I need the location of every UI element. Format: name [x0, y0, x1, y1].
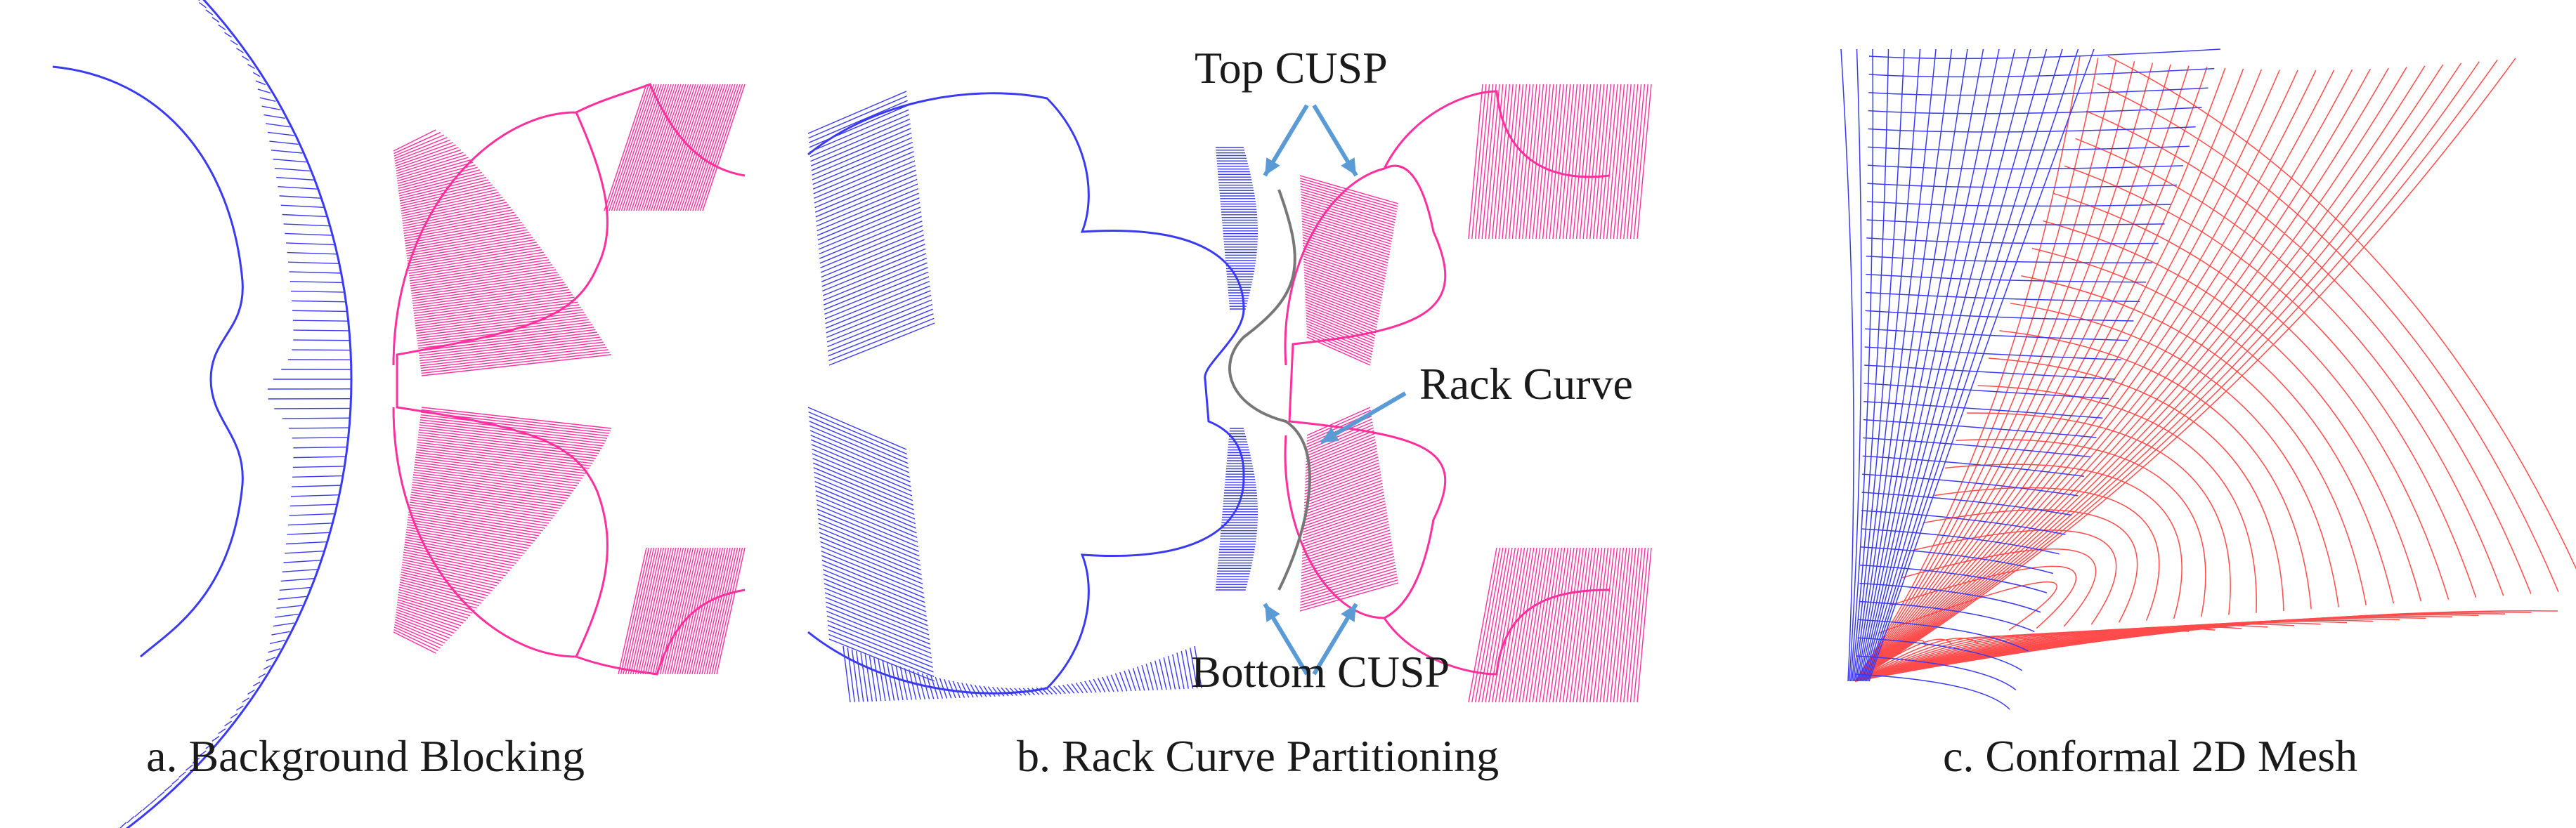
- rack-curve-label: Rack Curve: [1419, 359, 1633, 409]
- magenta-rotor-hatch: [393, 84, 746, 675]
- background-blocking-figure: [52, 0, 746, 828]
- magenta-rotor-hatch: [1299, 84, 1652, 703]
- caption-c: c. Conformal 2D Mesh: [1942, 731, 2358, 781]
- rack-curve-figure: [807, 84, 1652, 703]
- bottom-cusp-label: Bottom CUSP: [1191, 647, 1450, 697]
- caption-a: a. Background Blocking: [146, 731, 585, 781]
- red-mesh: [1854, 55, 2576, 682]
- annotation-arrows: [1263, 104, 1407, 676]
- panel-background-blocking: a. Background Blocking: [0, 0, 794, 828]
- blue-rotor-hatch: [807, 91, 1258, 703]
- rack-curve-line: [1228, 189, 1311, 591]
- top-cusp-label: Top CUSP: [1195, 43, 1388, 93]
- magenta-rotor-outline: [392, 83, 746, 676]
- blue-mesh: [1840, 48, 2221, 710]
- blue-rotor-outline: [52, 0, 353, 828]
- panel-conformal-mesh: c. Conformal 2D Mesh: [1757, 0, 2576, 828]
- conformal-mesh-figure: [1840, 48, 2576, 710]
- blue-rotor-outline: [807, 92, 1245, 695]
- blue-rotor-hatch: [117, 0, 351, 828]
- caption-b: b. Rack Curve Partitioning: [1016, 731, 1500, 781]
- panel-rack-curve-partitioning: Top CUSP Bottom CUSP Rack Curve b. Rack …: [794, 0, 1757, 828]
- magenta-rotor-outline: [1284, 90, 1610, 676]
